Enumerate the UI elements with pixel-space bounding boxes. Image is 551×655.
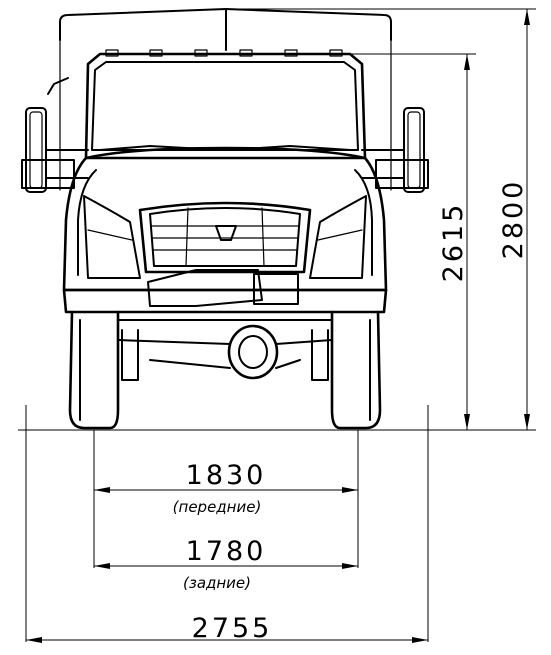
overall-width-dimension: 2755 [26, 613, 428, 644]
radiator-grille [138, 201, 312, 274]
overall-height-value: 2800 [498, 179, 529, 260]
front-track-note: (передние) [173, 498, 262, 516]
front-track-value: 1830 [186, 460, 267, 491]
left-mirror [21, 77, 89, 193]
hood-front [62, 146, 388, 292]
cab [84, 49, 367, 160]
cargo-box-outline [59, 8, 392, 191]
front-bumper [62, 269, 388, 314]
overall-width-value: 2755 [192, 613, 273, 644]
rear-track-note: (задние) [183, 574, 251, 592]
right-wheel [330, 310, 382, 430]
right-headlight [309, 195, 367, 279]
logo-emblem [215, 225, 237, 241]
rear-track-value: 1780 [186, 536, 267, 567]
right-mirror [361, 107, 429, 193]
front-track-dimension: 1830 (передние) [94, 460, 358, 516]
cab-height-dimension: 2615 [438, 54, 470, 430]
left-wheel [68, 310, 120, 430]
rear-track-dimension: 1780 (задние) [94, 536, 358, 592]
truck-front-view [21, 8, 429, 430]
overall-height-dimension: 2800 [498, 9, 530, 430]
cab-height-value: 2615 [438, 202, 469, 283]
front-axle [117, 319, 333, 381]
left-headlight [83, 195, 141, 279]
